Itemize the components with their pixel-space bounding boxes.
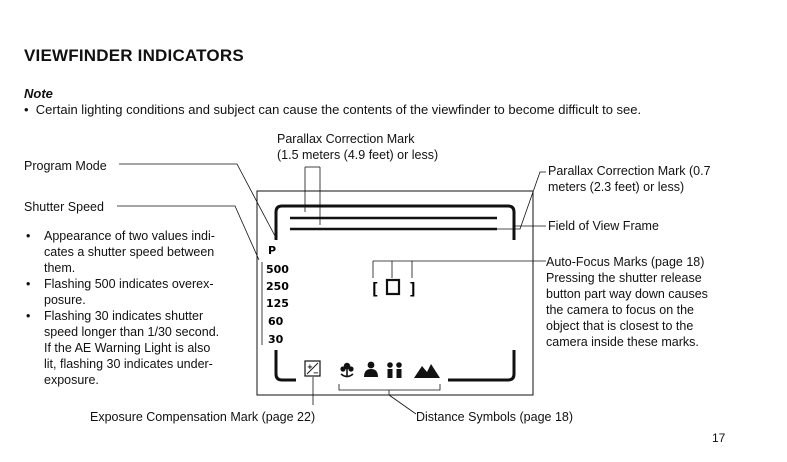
parallax-near-label-line2: meters (2.3 feet) or less) — [548, 180, 685, 194]
bullet-line: Appearance of two values indi- — [44, 229, 215, 243]
bullet-line: Flashing 500 indicates overex- — [44, 277, 214, 291]
shutter-speed-label: Shutter Speed — [24, 200, 104, 214]
svg-text:−: − — [313, 369, 319, 377]
bullet-line: exposure. — [44, 373, 99, 387]
page-number: 17 — [712, 431, 726, 445]
field-of-view-frame-bottom-left — [274, 350, 296, 382]
distance-symbols-label: Distance Symbols (page 18) — [416, 410, 574, 424]
note-body: Certain lighting conditions and subject … — [35, 102, 642, 117]
note-text: • Certain lighting conditions and subjec… — [24, 102, 641, 117]
af-center-mark-icon — [385, 278, 401, 296]
exposure-comp-label: Exposure Compensation Mark (page 22) — [90, 410, 316, 424]
af-marks-desc-line: object that is closest to the — [546, 319, 694, 333]
group-two-persons-icon — [387, 362, 402, 378]
af-bracket-right-icon: ] — [408, 279, 418, 298]
bullet-item: Appearance of two values indi- cates a s… — [24, 228, 238, 276]
field-of-view-frame-top — [274, 204, 516, 240]
bullet-item: Flashing 500 indicates overex- posure. — [24, 276, 238, 308]
bullet-line: them. — [44, 261, 76, 275]
svg-text:+: + — [307, 363, 313, 371]
af-marks-desc-line: camera inside these marks. — [546, 335, 699, 349]
af-marks-desc-line: Pressing the shutter release — [546, 271, 702, 285]
viewfinder-outline — [256, 190, 534, 396]
shutter-speed-500: 500 — [266, 263, 289, 276]
note-bullet: • — [24, 102, 36, 117]
parallax-far-label-line2: (1.5 meters (4.9 feet) or less) — [277, 148, 439, 162]
parallax-far-label-line1: Parallax Correction Mark — [277, 132, 415, 146]
af-bracket-left-icon: [ — [370, 279, 380, 298]
exposure-compensation-icon — [304, 360, 321, 377]
af-marks-title: Auto-Focus Marks (page 18) — [546, 255, 705, 269]
bullet-line: cates a shutter speed between — [44, 245, 215, 259]
page-title: VIEWFINDER INDICATORS — [24, 46, 244, 65]
macro-flower-icon — [340, 362, 354, 378]
bullet-item: Flashing 30 indicates shutter speed long… — [24, 308, 238, 388]
shutter-speed-30: 30 — [268, 333, 284, 346]
field-of-view-label: Field of View Frame — [548, 219, 659, 233]
af-marks-desc-line: the camera to focus on the — [546, 303, 695, 317]
portrait-single-person-icon — [364, 361, 378, 377]
shutter-speed-125: 125 — [266, 297, 289, 310]
bullet-line: speed longer than 1/30 second. — [44, 325, 220, 339]
field-of-view-frame-bottom-right — [448, 350, 516, 382]
parallax-near-label-line1: Parallax Correction Mark (0.7 — [548, 164, 711, 178]
af-marks-label: Auto-Focus Marks (page 18) Pressing the … — [546, 254, 727, 350]
program-mode-indicator: P — [268, 244, 276, 257]
shutter-speed-notes: Appearance of two values indi- cates a s… — [24, 228, 238, 388]
bullet-line: If the AE Warning Light is also — [44, 341, 211, 355]
bullet-line: lit, flashing 30 indicates under- — [44, 357, 213, 371]
af-marks-desc-line: button part way down causes — [546, 287, 708, 301]
shutter-speed-60: 60 — [268, 315, 284, 328]
note-label: Note — [24, 86, 53, 101]
landscape-mountains-icon — [414, 364, 440, 378]
program-mode-label: Program Mode — [24, 159, 107, 173]
bullet-line: Flashing 30 indicates shutter — [44, 309, 204, 323]
shutter-speed-250: 250 — [266, 280, 289, 293]
bullet-line: posure. — [44, 293, 86, 307]
